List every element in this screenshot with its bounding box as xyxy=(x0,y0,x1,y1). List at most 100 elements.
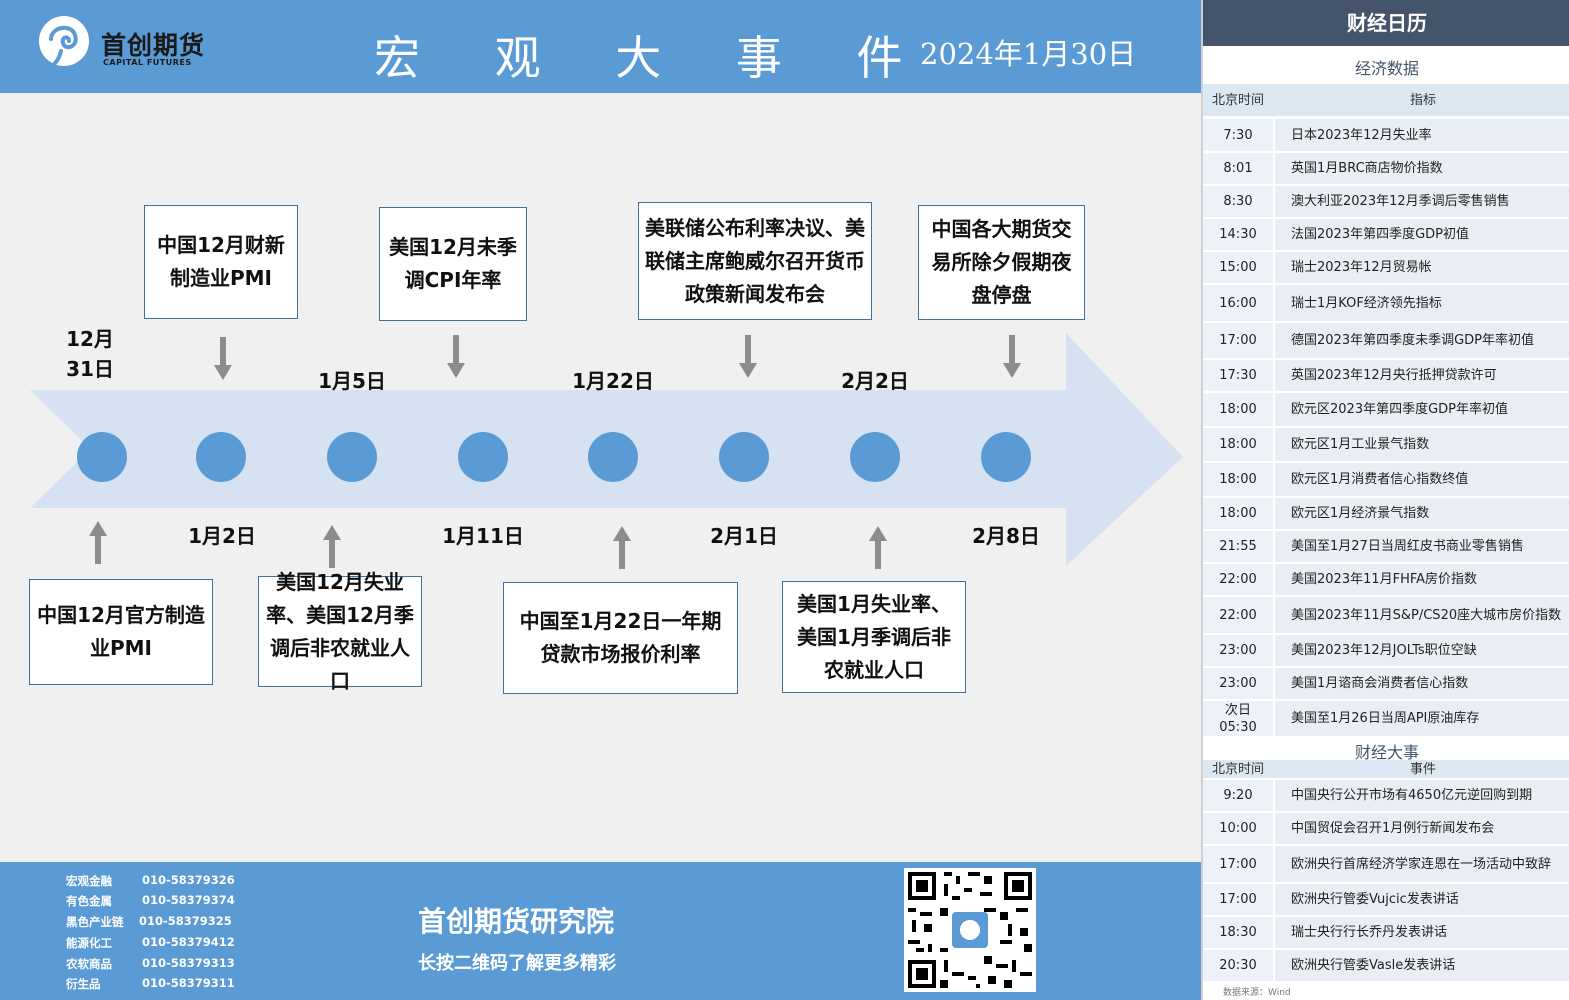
row-time: 8:01 xyxy=(1203,153,1273,184)
timeline-dot xyxy=(327,432,377,482)
finance-calendar-panel: 财经日历 经济数据 Wind Wind 北京时间 指标 7:30日本2023年1… xyxy=(1201,0,1569,1000)
row-time: 17:00 xyxy=(1203,323,1273,358)
row-time: 18:00 xyxy=(1203,393,1273,426)
timeline-event-box: 中国12月财新制造业PMI xyxy=(144,205,298,319)
timeline-date-label: 1月5日 xyxy=(318,369,386,393)
row-time: 9:20 xyxy=(1203,780,1273,811)
contact-dept: 农软商品 xyxy=(66,957,112,971)
row-item: 美国2023年11月S&P/CS20座大城市房价指数 xyxy=(1275,597,1569,633)
report-date: 2024年1月30日 xyxy=(920,37,1137,71)
row-item: 美国2023年11月FHFA房价指数 xyxy=(1275,564,1569,595)
timeline-date-label: 1月2日 xyxy=(188,524,256,548)
logo-text: 首创期货 xyxy=(101,31,206,60)
col-time-header: 北京时间 xyxy=(1211,762,1264,777)
calendar-title: 财经日历 xyxy=(1203,0,1569,46)
row-time: 21:55 xyxy=(1203,531,1273,562)
contact-phone: 010-58379325 xyxy=(139,914,232,928)
timeline-date-label: 12月31日 xyxy=(66,327,114,381)
page-title: 宏 观 大 事 件 xyxy=(374,31,933,85)
row-item: 英国2023年12月央行抵押贷款许可 xyxy=(1275,360,1569,391)
row-item: 中国贸促会召开1月例行新闻发布会 xyxy=(1275,813,1569,844)
row-item: 中国央行公开市场有4650亿元逆回购到期 xyxy=(1275,780,1569,811)
row-time: 17:00 xyxy=(1203,846,1273,882)
row-time: 20:30 xyxy=(1203,950,1273,981)
footer-subtitle: 长按二维码了解更多精彩 xyxy=(418,953,616,974)
row-time: 18:00 xyxy=(1203,463,1273,496)
row-time: 7:30 xyxy=(1203,119,1273,151)
timeline-dot xyxy=(981,432,1031,482)
logo-subtext: CAPITAL FUTURES xyxy=(103,58,192,67)
down-arrow-icon xyxy=(447,335,465,378)
row-time: 18:00 xyxy=(1203,428,1273,461)
timeline-dot xyxy=(196,432,246,482)
timeline-event-box: 中国12月官方制造业PMI xyxy=(29,579,213,685)
events-table-header: 北京时间 事件 xyxy=(1203,760,1569,780)
timeline-dots xyxy=(77,432,1031,482)
timeline-dot xyxy=(850,432,900,482)
timeline-event-box: 美国1月失业率、美国1月季调后非农就业人口 xyxy=(782,581,966,693)
row-item: 日本2023年12月失业率 xyxy=(1275,119,1569,151)
row-item: 澳大利亚2023年12月季调后零售销售 xyxy=(1275,186,1569,217)
row-item: 欧元区1月消费者信心指数终值 xyxy=(1275,463,1569,496)
row-time: 次日 05:30 xyxy=(1203,701,1273,736)
timeline-event-box: 美国12月失业率、美国12月季调后非农就业人口 xyxy=(258,570,422,693)
row-item: 瑞士央行行长乔丹发表讲话 xyxy=(1275,917,1569,948)
up-arrow-icon xyxy=(323,525,341,568)
row-item: 法国2023年第四季度GDP初值 xyxy=(1275,219,1569,250)
row-time: 14:30 xyxy=(1203,219,1273,250)
econ-data-title: 经济数据 xyxy=(1354,59,1419,78)
timeline-event-box: 中国至1月22日一年期贷款市场报价利率 xyxy=(503,582,738,694)
row-time: 15:00 xyxy=(1203,252,1273,283)
up-arrow-icon xyxy=(869,526,887,569)
row-item: 欧元区2023年第四季度GDP年率初值 xyxy=(1275,393,1569,426)
timeline-dot xyxy=(77,432,127,482)
row-item: 欧洲央行管委Vujcic发表讲话 xyxy=(1275,884,1569,915)
header-bar: 首创期货 CAPITAL FUTURES 宏 观 大 事 件 2024年1月30… xyxy=(0,0,1201,93)
timeline-event-box: 中国各大期货交易所除夕假期夜盘停盘 xyxy=(918,205,1085,320)
contact-phone: 010-58379311 xyxy=(142,976,235,990)
data-source-note: 数据来源：Wind xyxy=(1223,988,1291,998)
row-item: 欧洲央行首席经济学家连恩在一场活动中致辞 xyxy=(1275,846,1569,882)
row-time: 23:00 xyxy=(1203,635,1273,666)
col-event-header: 事件 xyxy=(1409,762,1436,777)
timeline-event-box: 美国12月未季调CPI年率 xyxy=(379,207,527,321)
contact-dept: 能源化工 xyxy=(66,936,112,950)
timeline-event-box: 美联储公布利率决议、美联储主席鲍威尔召开货币政策新闻发布会 xyxy=(638,202,872,320)
row-item: 欧元区1月经济景气指数 xyxy=(1275,498,1569,529)
row-time: 22:00 xyxy=(1203,564,1273,595)
row-time: 8:30 xyxy=(1203,186,1273,217)
timeline-dot xyxy=(588,432,638,482)
qr-code-icon[interactable] xyxy=(904,868,1036,992)
row-item: 美国1月谘商会消费者信心指数 xyxy=(1275,668,1569,699)
row-item: 欧洲央行管委Vasle发表讲话 xyxy=(1275,950,1569,981)
row-item: 瑞士2023年12月贸易帐 xyxy=(1275,252,1569,283)
macro-events-panel: 首创期货 CAPITAL FUTURES 宏 观 大 事 件 2024年1月30… xyxy=(0,0,1201,1000)
row-time: 16:00 xyxy=(1203,285,1273,321)
row-time: 22:00 xyxy=(1203,597,1273,633)
timeline-date-label: 1月22日 xyxy=(572,369,654,393)
timeline-date-label: 2月8日 xyxy=(972,524,1040,548)
up-arrow-icon xyxy=(89,521,107,564)
